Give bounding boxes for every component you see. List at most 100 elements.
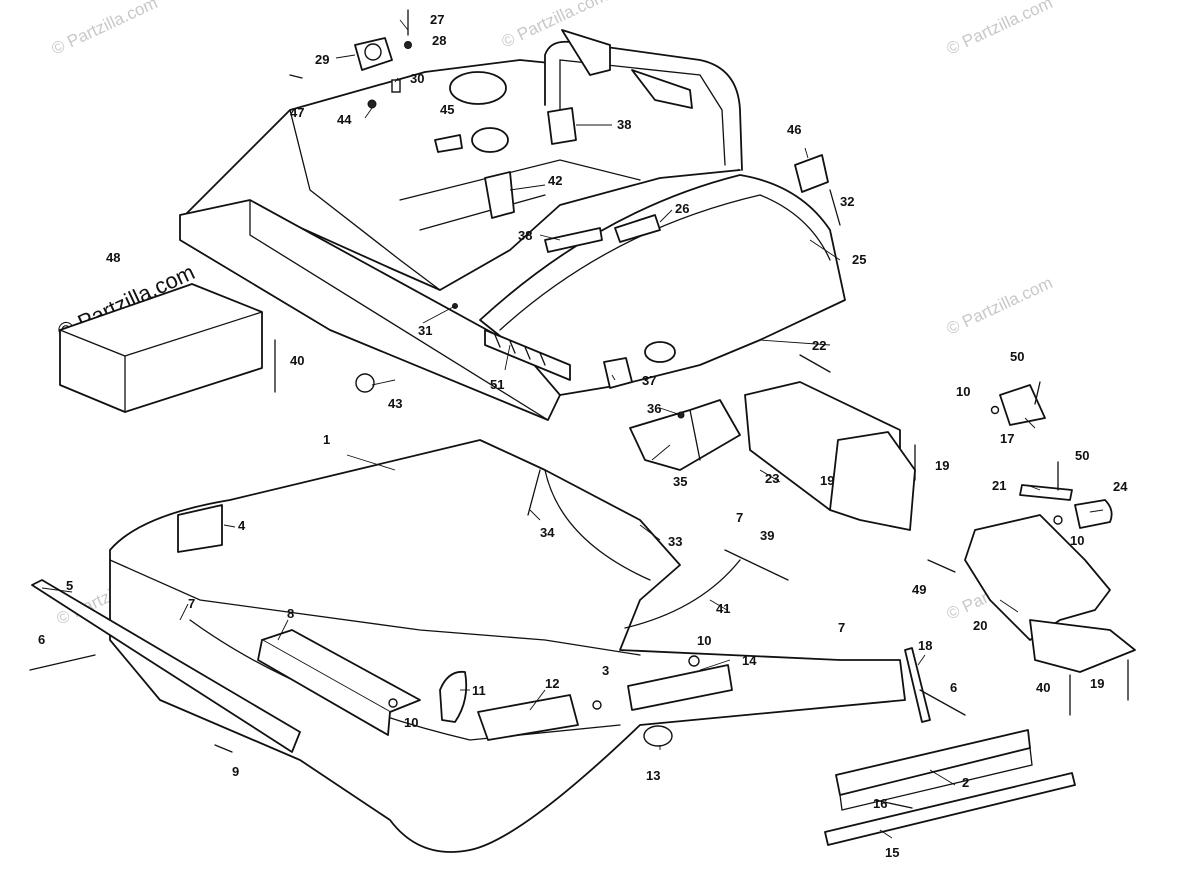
callout-2[interactable]: 2 [962,775,969,790]
pad-45[interactable] [434,134,463,153]
callout-46[interactable]: 46 [787,122,801,137]
callout-23[interactable]: 23 [765,471,779,486]
bracket-11[interactable] [439,670,468,723]
bolt-34[interactable] [527,469,541,516]
pin-22[interactable] [799,354,831,373]
cover-20[interactable] [964,514,1136,673]
callout-29[interactable]: 29 [315,52,329,67]
latch-24[interactable] [1074,499,1113,529]
battery-part[interactable] [59,283,263,413]
bracket-17[interactable] [999,384,1046,426]
callout-12[interactable]: 12 [545,676,559,691]
belly-pan-part[interactable] [109,439,906,853]
callout-18[interactable]: 18 [918,638,932,653]
grommet-43[interactable] [355,373,375,393]
pin-49[interactable] [927,559,956,573]
side-strip-18[interactable] [904,647,931,723]
callout-42[interactable]: 42 [548,173,562,188]
panel-14[interactable] [627,664,733,711]
callout-43[interactable]: 43 [388,396,402,411]
flange-29[interactable] [354,37,393,71]
washer-10-center[interactable] [688,655,700,667]
skid-strip-15[interactable] [824,772,1076,846]
callout-11[interactable]: 11 [472,683,486,698]
callout-6-right[interactable]: 6 [950,680,957,695]
callout-10-left[interactable]: 10 [404,715,418,730]
callout-10-upper-right[interactable]: 10 [956,384,970,399]
callout-7-right[interactable]: 7 [838,620,845,635]
callout-35[interactable]: 35 [673,474,687,489]
callout-4[interactable]: 4 [238,518,246,533]
left-side-rail[interactable] [179,199,561,421]
callout-13[interactable]: 13 [646,768,660,783]
rear-body-tunnel[interactable] [184,29,743,291]
clip-47[interactable] [289,74,303,79]
washer-10-left[interactable] [388,698,398,708]
callout-47[interactable]: 47 [290,105,304,120]
callout-44[interactable]: 44 [337,112,352,127]
part-42[interactable] [484,171,515,219]
bracket-51[interactable] [484,329,571,381]
screw-9[interactable] [214,744,233,753]
plate-46[interactable] [794,154,829,193]
callout-3[interactable]: 3 [602,663,609,678]
callout-41[interactable]: 41 [716,601,730,616]
cable-39[interactable] [724,549,789,581]
callout-49[interactable]: 49 [912,582,926,597]
callout-16[interactable]: 16 [873,796,887,811]
callout-22[interactable]: 22 [812,338,826,353]
clip-30[interactable] [391,79,401,93]
callout-10-center[interactable]: 10 [697,633,711,648]
callout-9[interactable]: 9 [232,764,239,779]
callout-10-right[interactable]: 10 [1070,533,1084,548]
callout-50-upper[interactable]: 50 [1010,349,1024,364]
cup-37[interactable] [603,357,633,389]
strip-38-upper[interactable] [547,107,577,145]
callout-50-lower[interactable]: 50 [1075,448,1089,463]
washer-10-right[interactable] [1053,515,1063,525]
callout-32[interactable]: 32 [840,194,854,209]
callout-26[interactable]: 26 [675,201,689,216]
bracket-23[interactable] [744,381,916,531]
callout-27[interactable]: 27 [430,12,444,27]
callout-40-right[interactable]: 40 [1036,680,1050,695]
callout-7-left[interactable]: 7 [188,596,195,611]
callout-8[interactable]: 8 [287,606,294,621]
callout-24[interactable]: 24 [1113,479,1128,494]
washer-10-upper-right[interactable] [990,405,1000,415]
panel-12[interactable] [477,694,579,741]
callout-30[interactable]: 30 [410,71,424,86]
callout-15[interactable]: 15 [885,845,899,860]
rod-6-right[interactable] [919,689,966,716]
skid-strip-2[interactable] [835,729,1033,811]
callout-6-left[interactable]: 6 [38,632,45,647]
nut-44[interactable] [367,99,377,109]
callout-31[interactable]: 31 [418,323,432,338]
callout-48[interactable]: 48 [106,250,120,265]
callout-51[interactable]: 51 [490,377,504,392]
rear-panel-part[interactable] [479,174,846,396]
callout-17[interactable]: 17 [1000,431,1014,446]
bolt-50-upper[interactable] [1034,381,1041,405]
strip-38-lower[interactable] [544,227,603,253]
callout-37[interactable]: 37 [642,373,656,388]
rod-6-left[interactable] [29,654,96,671]
callout-14[interactable]: 14 [742,653,757,668]
callout-1[interactable]: 1 [323,432,330,447]
mud-flap-part[interactable] [177,504,223,553]
callout-19-center[interactable]: 19 [935,458,949,473]
bracket-35[interactable] [629,399,741,471]
callout-19-left[interactable]: 19 [820,473,834,488]
callout-40-left[interactable]: 40 [290,353,304,368]
hinge-21[interactable] [1019,484,1073,501]
callout-33[interactable]: 33 [668,534,682,549]
tray-part[interactable] [257,629,421,736]
callout-19-right[interactable]: 19 [1090,676,1104,691]
callout-20[interactable]: 20 [973,618,987,633]
washer-3[interactable] [592,700,602,710]
nut-28[interactable] [404,41,412,49]
cable-41[interactable] [624,559,741,629]
pin-32[interactable] [829,189,841,226]
plug-13[interactable] [643,725,673,747]
front-rail-strip[interactable] [31,579,301,753]
